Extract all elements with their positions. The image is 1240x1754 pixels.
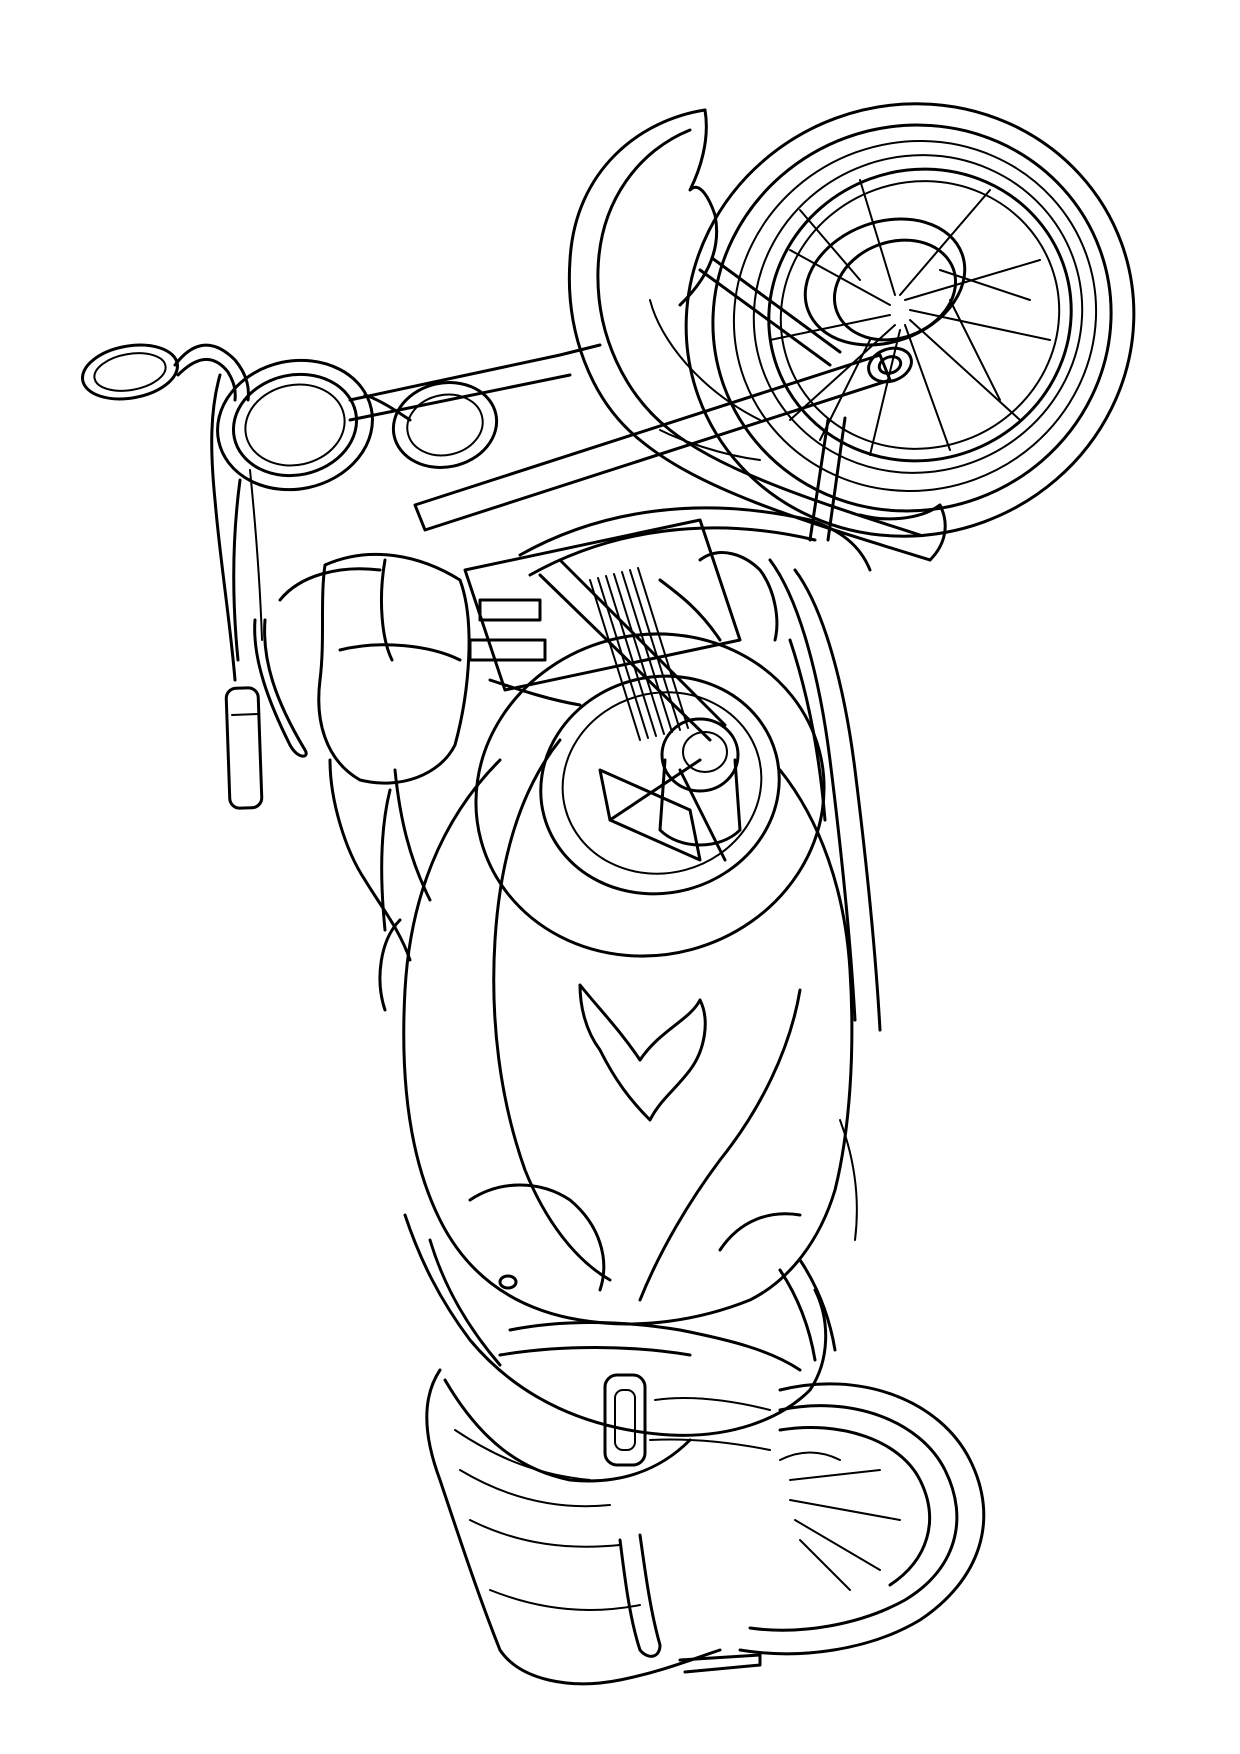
headlight-lens bbox=[244, 383, 346, 467]
front-tire-groove-1 bbox=[732, 140, 1098, 492]
cap-top-inner bbox=[682, 731, 728, 773]
headlight-assembly bbox=[81, 343, 602, 810]
front-hub-drum bbox=[832, 238, 958, 342]
handle-grip bbox=[224, 686, 264, 810]
tank-dial-outer bbox=[474, 632, 826, 958]
front-axle-bolt bbox=[877, 355, 903, 375]
tail-light-lens bbox=[614, 1389, 636, 1451]
mirror-glass bbox=[93, 352, 167, 392]
small-lamp-outer bbox=[391, 381, 499, 469]
tail-light bbox=[603, 1373, 647, 1467]
front-wheel bbox=[684, 102, 1136, 538]
front-tire-inner bbox=[711, 123, 1113, 513]
tank-dial-inner bbox=[561, 691, 763, 875]
rear-spokes bbox=[789, 1469, 901, 1591]
rear-section bbox=[425, 1368, 771, 1686]
front-fork bbox=[413, 256, 892, 542]
small-lamp-inner bbox=[406, 393, 484, 457]
seat-bolt bbox=[498, 1274, 518, 1290]
front-tire-groove-2 bbox=[752, 154, 1084, 474]
headlight-ring bbox=[231, 372, 359, 478]
seat bbox=[403, 1213, 828, 1437]
front-fender bbox=[567, 108, 947, 562]
headlamp-nacelle bbox=[278, 552, 471, 1012]
engine bbox=[463, 518, 779, 742]
mirror bbox=[81, 343, 179, 401]
fuel-tank bbox=[402, 738, 854, 1326]
front-hub-cap bbox=[867, 346, 913, 384]
lower-details bbox=[380, 788, 858, 1362]
front-rim bbox=[767, 167, 1073, 463]
front-rim-inner bbox=[779, 180, 1061, 450]
headlight-outer bbox=[216, 358, 374, 492]
cap-top bbox=[660, 717, 740, 793]
gas-cap bbox=[474, 632, 826, 958]
frame bbox=[518, 506, 882, 1032]
tank-dial-ring bbox=[539, 674, 781, 896]
front-tire-outer bbox=[684, 102, 1136, 538]
rear-wheel bbox=[738, 1382, 986, 1656]
